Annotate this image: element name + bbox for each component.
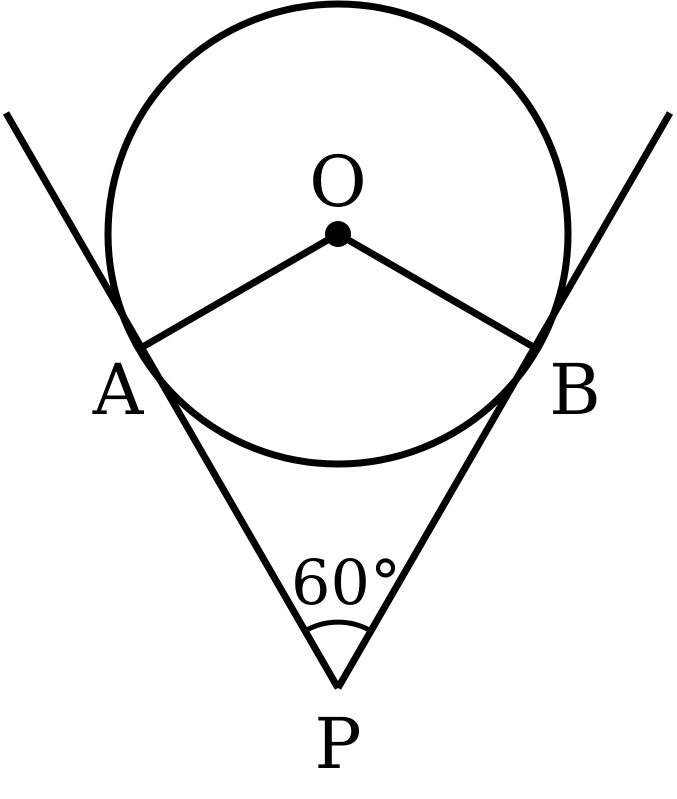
tangent-line-right <box>334 111 674 690</box>
circle <box>104 0 572 468</box>
angle-label: 60° <box>291 546 401 619</box>
label-a: A <box>92 349 145 431</box>
center-point <box>325 221 351 247</box>
radius-ob <box>336 230 539 353</box>
label-p: P <box>314 703 361 785</box>
radius-oa <box>137 230 340 353</box>
label-b: B <box>549 349 600 431</box>
angle-arc <box>303 619 373 634</box>
tangent-line-left <box>2 111 342 690</box>
label-o: O <box>309 141 366 223</box>
